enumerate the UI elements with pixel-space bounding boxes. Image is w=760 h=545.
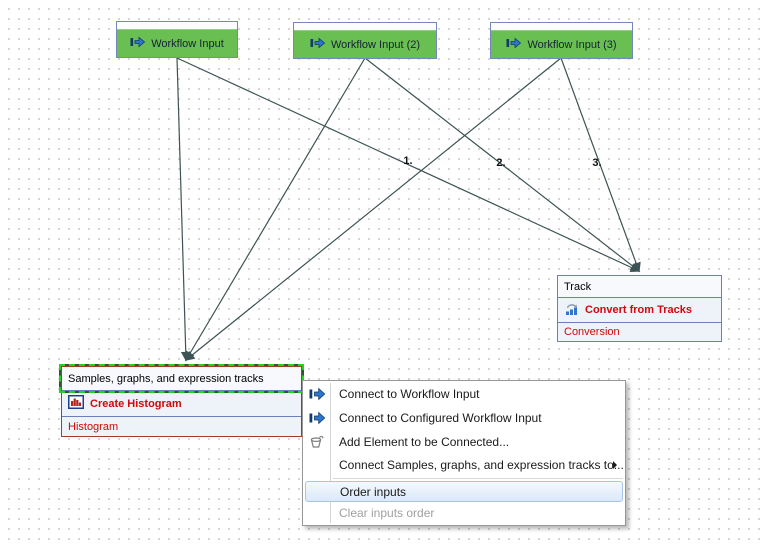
menu-item-label: Add Element to be Connected...: [339, 435, 510, 449]
output-category: Histogram: [62, 416, 301, 436]
input-port-strip: [117, 22, 237, 29]
connection-order-label-2: 2.: [496, 157, 506, 169]
workflow-input-icon: [506, 37, 522, 52]
input-channel-label: Samples, graphs, and expression tracks: [68, 372, 264, 385]
tool-name: Convert from Tracks: [585, 304, 692, 316]
connection-order-label-1: 1.: [403, 155, 413, 167]
context-menu: Connect to Workflow Input Connect to Con…: [302, 380, 626, 526]
input-channel-label: Track: [564, 280, 592, 293]
workflow-input-icon: [309, 411, 325, 425]
submenu-arrow-icon: [613, 461, 617, 469]
menu-item-label: Connect to Configured Workflow Input: [339, 411, 542, 425]
add-element-icon: [309, 435, 324, 450]
node-workflow-input-3[interactable]: Workflow Input (3): [490, 22, 633, 59]
node-workflow-input-1[interactable]: Workflow Input: [116, 21, 238, 58]
input-channel-samples[interactable]: Samples, graphs, and expression tracks: [62, 367, 301, 390]
workflow-input-icon: [130, 36, 146, 51]
menu-item-label: Connect to Workflow Input: [339, 387, 480, 401]
node-label: Workflow Input (2): [330, 38, 421, 51]
menu-item-connect-to-workflow-input[interactable]: Connect to Workflow Input: [303, 382, 625, 406]
node-convert-from-tracks[interactable]: Track Convert from Tracks Conversion: [557, 275, 722, 342]
node-label: Workflow Input (3): [527, 38, 617, 51]
menu-item-label: Connect Samples, graphs, and expression …: [339, 458, 624, 472]
menu-item-label: Clear inputs order: [339, 505, 435, 520]
menu-item-add-element-to-be-connected[interactable]: Add Element to be Connected...: [303, 430, 625, 454]
output-category: Conversion: [558, 322, 721, 341]
tool-name: Create Histogram: [90, 397, 182, 410]
workflow-input-icon: [310, 37, 326, 52]
node-workflow-input-2[interactable]: Workflow Input (2): [293, 22, 437, 59]
workflow-input-icon: [309, 387, 325, 401]
menu-item-connect-samples-to[interactable]: Connect Samples, graphs, and expression …: [303, 454, 625, 476]
node-create-histogram[interactable]: Samples, graphs, and expression tracks C…: [61, 366, 302, 437]
menu-item-connect-to-configured-workflow-input[interactable]: Connect to Configured Workflow Input: [303, 406, 625, 430]
input-channel-track[interactable]: Track: [558, 276, 721, 297]
menu-item-order-inputs[interactable]: Order inputs: [305, 481, 623, 502]
create-histogram-icon: [68, 395, 84, 412]
output-category-label: Conversion: [564, 326, 620, 338]
input-port-strip: [491, 23, 632, 30]
connection-order-label-3: 3.: [592, 157, 602, 169]
output-category-label: Histogram: [68, 420, 119, 433]
menu-separator: [333, 478, 623, 479]
menu-icon-gutter-divider: [330, 383, 331, 523]
menu-item-label: Order inputs: [340, 484, 407, 499]
tool-row[interactable]: Create Histogram: [62, 390, 301, 416]
convert-from-tracks-icon: [564, 302, 579, 319]
menu-item-clear-inputs-order: Clear inputs order: [303, 502, 625, 523]
node-label: Workflow Input: [151, 37, 224, 50]
input-port-strip: [294, 23, 436, 30]
tool-row[interactable]: Convert from Tracks: [558, 297, 721, 322]
